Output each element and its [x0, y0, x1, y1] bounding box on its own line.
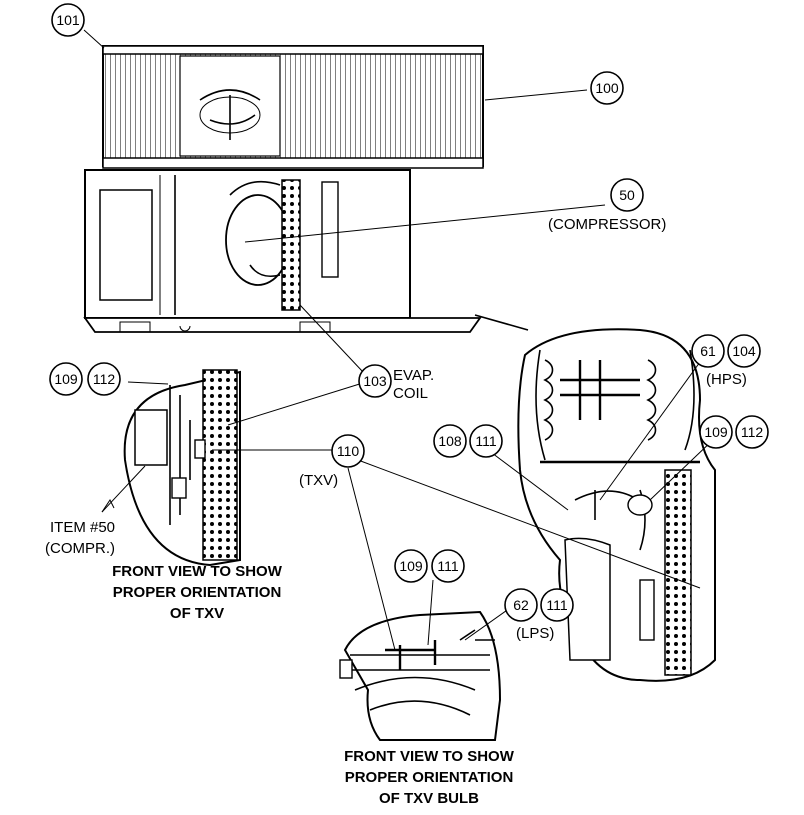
txv-front-detail [123, 369, 241, 567]
callout-103: 103 [358, 364, 392, 398]
caption-front-view-txv-bulb: FRONT VIEW TO SHOW PROPER ORIENTATION OF… [344, 748, 515, 807]
callout-101: 101 [51, 3, 85, 37]
svg-text:109: 109 [704, 424, 728, 440]
access-panel [99, 189, 153, 301]
svg-text:111: 111 [437, 558, 458, 574]
compressor-body [225, 194, 291, 286]
svg-text:FRONT VIEW TO SHOW: FRONT VIEW TO SHOW [112, 563, 283, 580]
item50-label: ITEM #50 [50, 519, 115, 536]
callout-111-right: 111 [469, 424, 503, 458]
callout-110: 110 [331, 434, 365, 468]
callout-100: 100 [590, 71, 624, 105]
callout-108: 108 [433, 424, 467, 458]
leader-lines [83, 29, 716, 651]
svg-text:110: 110 [337, 443, 360, 459]
svg-text:103: 103 [363, 373, 387, 389]
callout-112-right: 112 [735, 415, 769, 449]
svg-text:104: 104 [732, 343, 756, 359]
svg-text:62: 62 [513, 597, 529, 613]
callout-50: 50 [610, 178, 644, 212]
callout-111-bottom: 111 [431, 549, 465, 583]
callout-109-bottom: 109 [394, 549, 428, 583]
svg-text:108: 108 [438, 433, 462, 449]
callout-109-left: 109 [49, 362, 83, 396]
callout-62: 62 [504, 588, 538, 622]
svg-text:101: 101 [56, 12, 80, 28]
callout-111-lps: 111 [540, 588, 574, 622]
txv-label: (TXV) [299, 472, 338, 489]
svg-text:FRONT VIEW TO SHOW: FRONT VIEW TO SHOW [344, 748, 515, 765]
svg-text:109: 109 [399, 558, 423, 574]
svg-text:PROPER ORIENTATION: PROPER ORIENTATION [345, 769, 514, 786]
svg-text:112: 112 [93, 371, 116, 387]
evap-coil-stack [281, 179, 301, 311]
svg-text:OF TXV BULB: OF TXV BULB [379, 790, 479, 807]
svg-text:111: 111 [546, 597, 567, 613]
compressor-label: (COMPRESSOR) [548, 216, 666, 233]
condenser-coil-grille [102, 45, 484, 167]
svg-text:61: 61 [700, 343, 716, 359]
lps-label: (LPS) [516, 625, 554, 642]
svg-text:112: 112 [741, 424, 764, 440]
unit-base [83, 317, 482, 333]
evap-label: EVAP. [393, 367, 434, 384]
svg-text:PROPER ORIENTATION: PROPER ORIENTATION [113, 584, 282, 601]
callout-112-left: 112 [87, 362, 121, 396]
hps-label: (HPS) [706, 371, 747, 388]
compr-label: (COMPR.) [45, 540, 115, 557]
callout-104: 104 [727, 334, 761, 368]
right-enlarged-detail [474, 314, 716, 682]
svg-text:111: 111 [475, 433, 496, 449]
txv-bulb-detail [339, 610, 502, 741]
svg-text:50: 50 [619, 187, 635, 203]
callout-61: 61 [691, 334, 725, 368]
svg-text:100: 100 [595, 80, 619, 96]
svg-text:OF TXV: OF TXV [170, 605, 224, 622]
main-condensing-unit [83, 45, 484, 333]
caption-front-view-txv: FRONT VIEW TO SHOW PROPER ORIENTATION OF… [112, 563, 283, 622]
callout-109-right: 109 [699, 415, 733, 449]
svg-text:109: 109 [54, 371, 78, 387]
coil-label: COIL [393, 385, 428, 402]
